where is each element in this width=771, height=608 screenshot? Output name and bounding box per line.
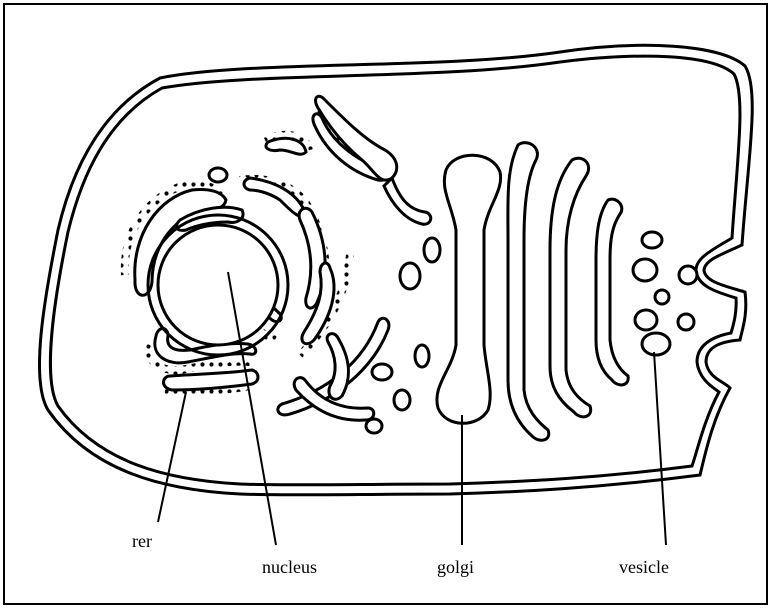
vesicles (633, 232, 697, 355)
label-vesicle: vesicle (619, 557, 669, 577)
label-nucleus: nucleus (262, 557, 317, 577)
label-rer: rer (132, 531, 152, 551)
golgi-apparatus (437, 143, 628, 441)
vesicle-pointer (654, 352, 666, 545)
nucleus (148, 215, 288, 355)
rer-pointer (158, 392, 186, 522)
label-golgi: golgi (437, 557, 474, 577)
